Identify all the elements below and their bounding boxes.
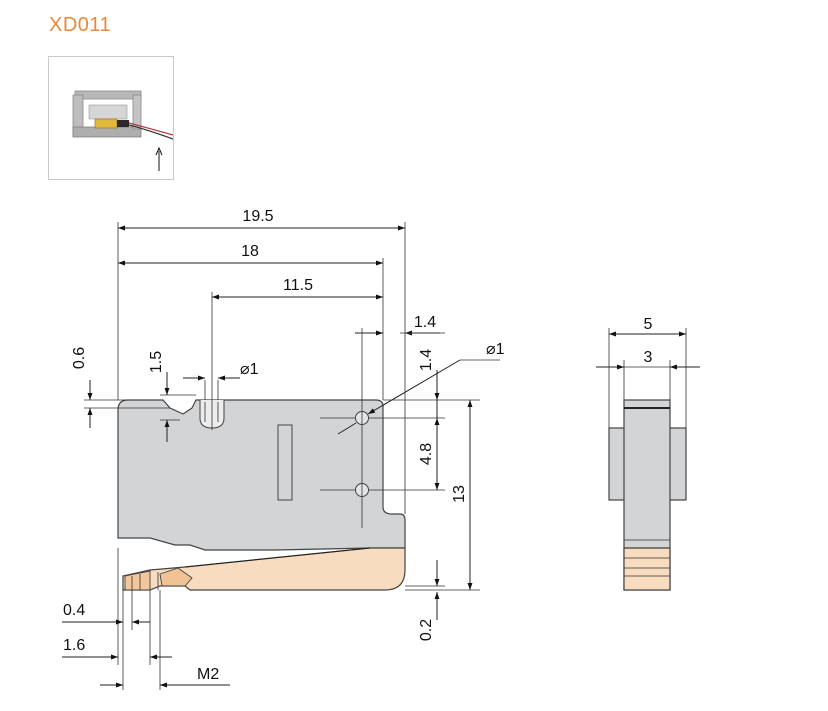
sensor-body-side-view [117, 399, 406, 591]
product-photo [48, 56, 174, 180]
dim-18: 18 [241, 243, 259, 260]
dim-0-6: 0.6 [71, 347, 88, 369]
dim-0-2: 0.2 [418, 619, 435, 641]
dim-1-4-vertical: 1.4 [418, 349, 435, 371]
dim-13: 13 [451, 485, 468, 503]
dim-19-5: 19.5 [242, 208, 273, 225]
dim-4-8: 4.8 [418, 443, 435, 465]
dim-3: 3 [644, 349, 653, 366]
dim-phi1-right: ⌀1 [486, 341, 505, 358]
dim-m2: M2 [197, 666, 219, 683]
dimension-lines [62, 222, 500, 690]
dim-1-5: 1.5 [148, 351, 165, 373]
up-arrow-icon [155, 146, 163, 171]
dim-0-4: 0.4 [63, 602, 85, 619]
dim-1-6: 1.6 [63, 637, 85, 654]
sensor-end-view [596, 328, 700, 591]
dim-5: 5 [644, 316, 653, 333]
sensor-photo-illustration [72, 90, 174, 171]
product-title: XD011 [49, 14, 112, 36]
dim-11-5: 11.5 [283, 277, 313, 294]
dim-1-4-horizontal: 1.4 [414, 314, 436, 331]
dim-phi1-left: ⌀1 [240, 361, 259, 378]
